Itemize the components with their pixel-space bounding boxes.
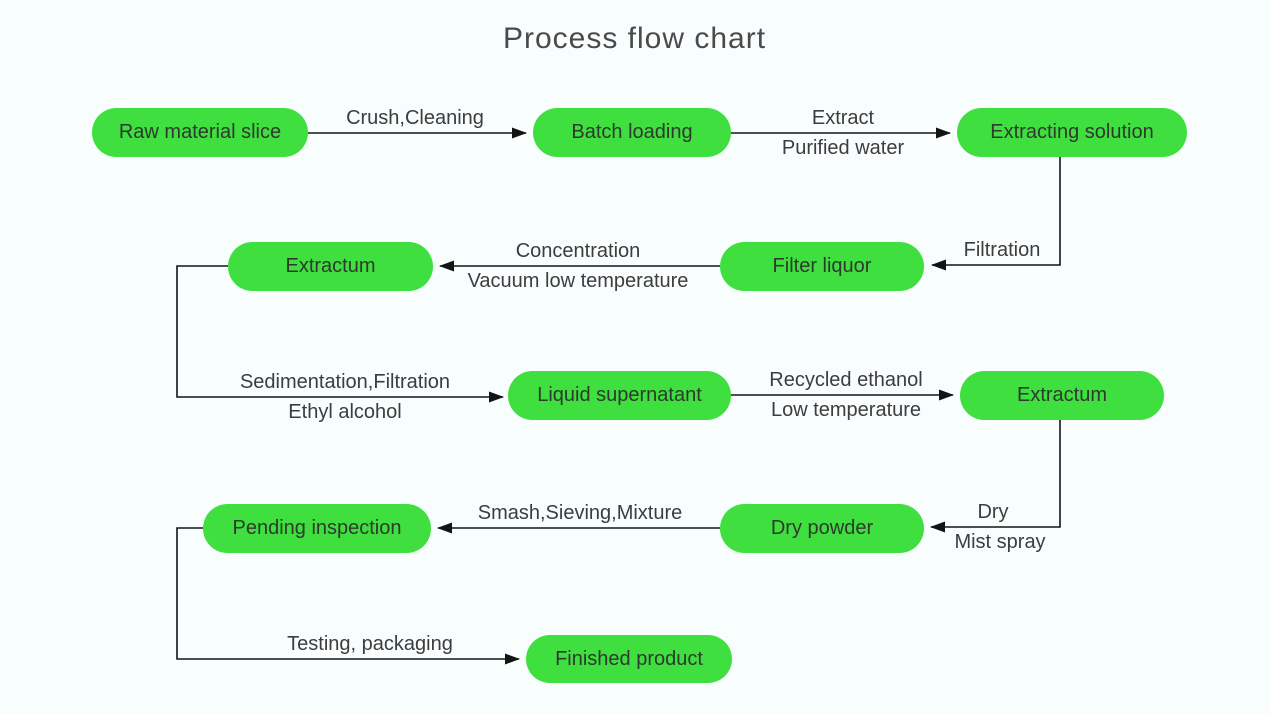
edge-label-recycled-ethanol: Recycled ethanol <box>769 369 923 391</box>
node-extractum-1: Extractum <box>228 242 433 291</box>
edge-line-dry-mist-spray <box>930 420 1061 533</box>
edge-line-sedimentation <box>176 265 504 403</box>
edge-label-concentration: Concentration <box>515 240 641 262</box>
edge-label-vacuum-low-temp: Vacuum low temperature <box>467 270 689 292</box>
node-extractum-2: Extractum <box>960 371 1164 420</box>
node-extracting-solution: Extracting solution <box>957 108 1187 157</box>
node-dry-powder: Dry powder <box>720 504 924 553</box>
edge-line-filtration <box>931 157 1061 271</box>
edge-label-ethyl-alcohol: Ethyl alcohol <box>288 401 402 423</box>
edge-label-testing-packaging: Testing, packaging <box>287 633 453 655</box>
node-liquid-supernatant: Liquid supernatant <box>508 371 731 420</box>
node-filter-liquor: Filter liquor <box>720 242 924 291</box>
node-batch-loading: Batch loading <box>533 108 731 157</box>
page-title: Process flow chart <box>502 22 767 55</box>
edge-label-filtration: Filtration <box>963 239 1041 261</box>
node-pending-inspection: Pending inspection <box>203 504 431 553</box>
edge-label-low-temperature: Low temperature <box>770 399 922 421</box>
edge-label-mist-spray: Mist spray <box>954 531 1046 553</box>
edge-label-crush-cleaning: Crush,Cleaning <box>346 107 484 129</box>
node-raw-material-slice: Raw material slice <box>92 108 308 157</box>
edge-label-dry: Dry <box>977 501 1009 523</box>
edge-line-testing-packaging <box>176 527 520 665</box>
edge-label-sedimentation: Sedimentation,Filtration <box>239 371 451 393</box>
edge-label-smash-sieving-mixture: Smash,Sieving,Mixture <box>477 502 683 524</box>
edge-label-purified-water: Purified water <box>781 137 905 159</box>
edge-label-extract: Extract <box>811 107 875 129</box>
node-finished-product: Finished product <box>526 635 732 683</box>
